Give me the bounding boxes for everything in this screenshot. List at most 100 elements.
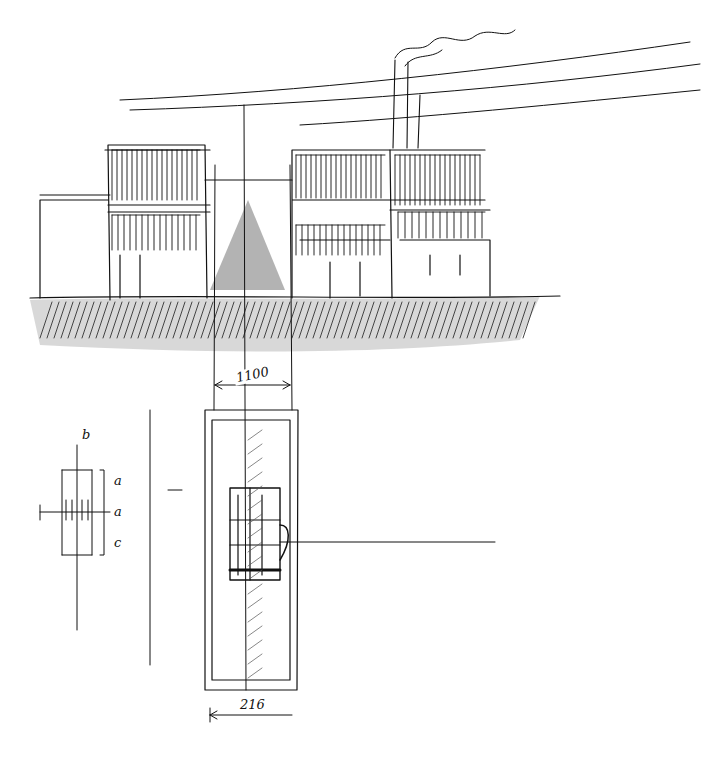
hatch-stroke xyxy=(383,302,395,338)
bar xyxy=(381,155,382,198)
plan-strip xyxy=(205,410,495,690)
left-building xyxy=(40,145,292,300)
bar xyxy=(197,150,198,200)
bar xyxy=(395,155,396,205)
bar xyxy=(192,150,193,200)
hatch-stroke xyxy=(257,302,269,338)
bar xyxy=(127,150,128,200)
hatch-stroke xyxy=(248,584,262,594)
bar xyxy=(426,212,427,238)
bar xyxy=(361,155,362,198)
ground-line xyxy=(30,296,560,298)
hatch-stroke xyxy=(229,302,241,338)
hatch-stroke xyxy=(248,612,262,622)
balcony-bars xyxy=(112,150,485,255)
hatch-stroke xyxy=(103,302,115,338)
bar xyxy=(130,215,131,250)
hatch-stroke xyxy=(248,570,262,580)
bar xyxy=(470,155,471,205)
hatch-stroke xyxy=(248,654,262,664)
bar xyxy=(154,215,155,250)
bar xyxy=(405,155,406,205)
bar xyxy=(460,155,461,205)
bar xyxy=(366,155,367,198)
bar xyxy=(112,215,200,216)
dimension-text: 1100 xyxy=(233,364,272,386)
plan-hatch xyxy=(248,430,262,678)
bar xyxy=(117,150,118,200)
bar xyxy=(166,215,167,250)
bar xyxy=(147,150,148,200)
hatch-stroke xyxy=(89,302,101,338)
hatch-stroke xyxy=(96,302,108,338)
hatch-stroke xyxy=(376,302,388,338)
hatch-stroke xyxy=(75,302,87,338)
bar xyxy=(433,212,434,238)
bar xyxy=(455,155,456,205)
bar xyxy=(447,212,448,238)
bar xyxy=(405,212,406,238)
hatch-stroke xyxy=(299,302,311,338)
bar xyxy=(440,212,441,238)
bar xyxy=(112,215,113,250)
bar xyxy=(316,155,317,198)
bar xyxy=(419,212,420,238)
hatch-stroke xyxy=(439,302,451,338)
bar xyxy=(132,150,133,200)
hatch-stroke xyxy=(495,302,507,338)
hatch-stroke xyxy=(481,302,493,338)
hatch-stroke xyxy=(432,302,444,338)
bar xyxy=(341,155,342,198)
hatch-stroke xyxy=(61,302,73,338)
bar xyxy=(152,150,153,200)
hatch-stroke xyxy=(362,302,374,338)
shadow xyxy=(210,200,285,290)
bar xyxy=(395,155,480,156)
hatch-stroke xyxy=(110,302,122,338)
hatch-stroke xyxy=(248,528,262,538)
bar xyxy=(172,215,173,250)
bar xyxy=(321,155,322,198)
hatch-stroke xyxy=(390,302,402,338)
bar xyxy=(326,155,327,198)
bar xyxy=(184,215,185,250)
hatch-stroke xyxy=(271,302,283,338)
hatch-stroke xyxy=(194,302,206,338)
hatch-stroke xyxy=(488,302,500,338)
bar xyxy=(376,155,377,198)
hatch-stroke xyxy=(474,302,486,338)
hatch-stroke xyxy=(187,302,199,338)
hatch-stroke xyxy=(355,302,367,338)
bar xyxy=(112,150,200,151)
hatch-stroke xyxy=(327,302,339,338)
bar xyxy=(311,155,312,198)
bar xyxy=(356,155,357,198)
bar xyxy=(160,215,161,250)
bar xyxy=(440,155,441,205)
bar xyxy=(465,155,466,205)
hatch-stroke xyxy=(248,640,262,650)
bar xyxy=(454,212,455,238)
hatch-stroke xyxy=(248,472,262,482)
hatch-stroke xyxy=(250,302,262,338)
bar xyxy=(420,155,421,205)
bar xyxy=(425,155,426,205)
hatch-stroke xyxy=(54,302,66,338)
bar xyxy=(351,155,352,198)
bar xyxy=(296,155,297,198)
smoke xyxy=(395,30,515,58)
hatch-stroke xyxy=(264,302,276,338)
hatch-stroke xyxy=(47,302,59,338)
hatch-stroke xyxy=(248,542,262,552)
dimension-text: 216 xyxy=(238,698,267,712)
hatch-stroke xyxy=(124,302,136,338)
bar xyxy=(412,212,413,238)
bar xyxy=(371,155,372,198)
hatch-stroke xyxy=(418,302,430,338)
bar xyxy=(167,150,168,200)
hatch-stroke xyxy=(397,302,409,338)
bar xyxy=(480,155,481,205)
bar xyxy=(122,150,123,200)
